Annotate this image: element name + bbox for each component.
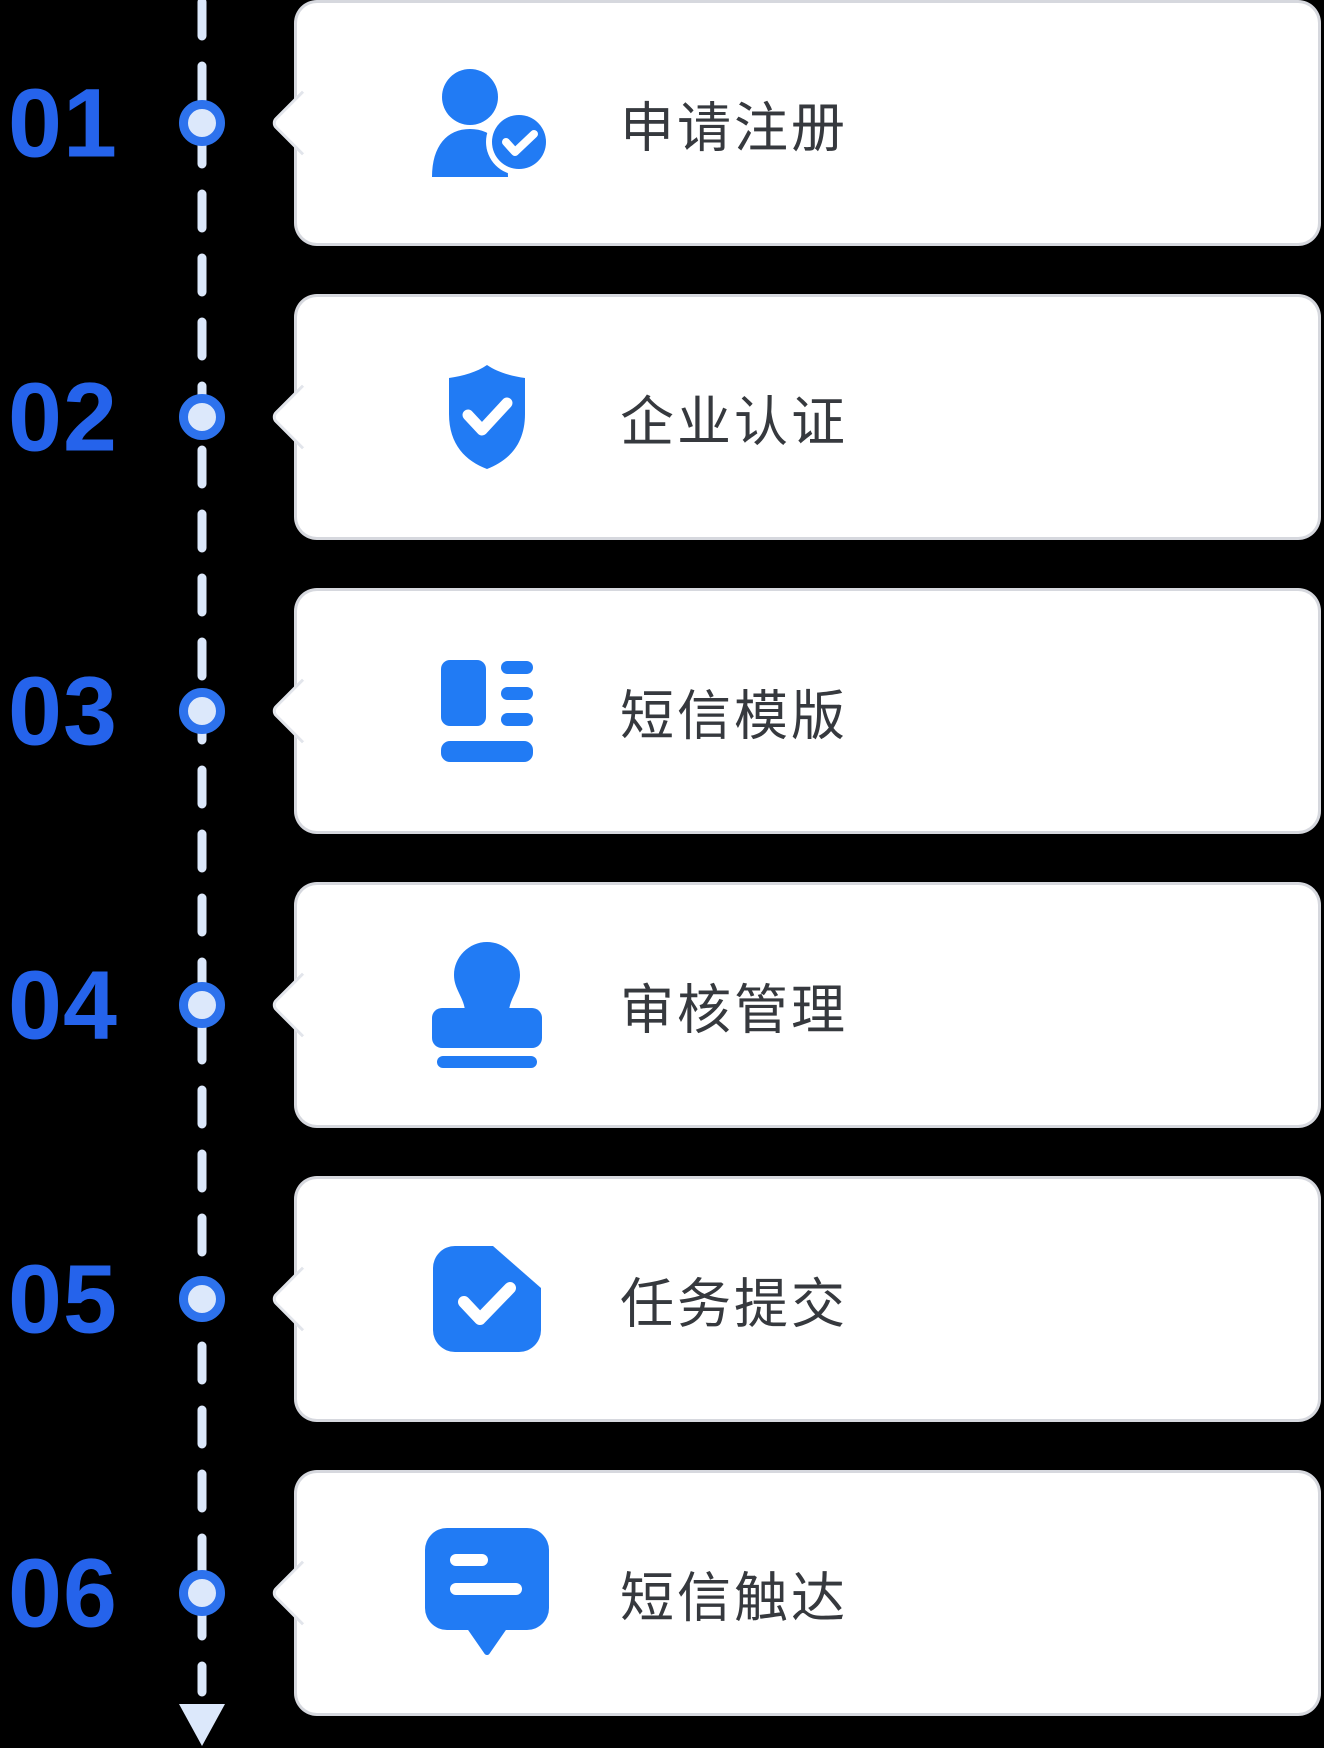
timeline-dot xyxy=(179,688,225,734)
card-tail xyxy=(269,90,335,156)
step-number: 06 xyxy=(8,1538,118,1648)
timeline-step: 05 任务提交 xyxy=(0,1179,1324,1419)
arrow-down-icon xyxy=(179,1704,225,1746)
stamp-icon xyxy=(412,885,562,1125)
sms-message-icon xyxy=(412,1473,562,1713)
step-number: 03 xyxy=(8,656,118,766)
timeline-dot xyxy=(179,1570,225,1616)
sms-template-icon xyxy=(412,591,562,831)
timeline-step: 04 审核管理 xyxy=(0,885,1324,1125)
card-tail xyxy=(269,1266,335,1332)
timeline-dot xyxy=(179,982,225,1028)
timeline-dot xyxy=(179,394,225,440)
step-label: 短信触达 xyxy=(620,1568,848,1629)
step-label: 任务提交 xyxy=(620,1274,848,1335)
shield-check-icon xyxy=(412,297,562,537)
user-verified-icon xyxy=(412,3,562,243)
step-card: 短信模版 xyxy=(269,591,1318,831)
card-tail xyxy=(269,1560,335,1626)
step-label: 企业认证 xyxy=(620,392,848,453)
step-label: 审核管理 xyxy=(620,980,848,1041)
step-number: 05 xyxy=(8,1244,118,1354)
step-number: 02 xyxy=(8,362,118,472)
step-card: 审核管理 xyxy=(269,885,1318,1125)
timeline-dot xyxy=(179,1276,225,1322)
step-number: 04 xyxy=(8,950,118,1060)
card-tail xyxy=(269,384,335,450)
step-number: 01 xyxy=(8,68,118,178)
timeline-step: 03 短信模版 xyxy=(0,591,1324,831)
task-check-icon xyxy=(412,1179,562,1419)
card-tail xyxy=(269,678,335,744)
card-tail xyxy=(269,972,335,1038)
step-card: 短信触达 xyxy=(269,1473,1318,1713)
step-card: 任务提交 xyxy=(269,1179,1318,1419)
timeline-dot xyxy=(179,100,225,146)
timeline-step: 01 申请注册 xyxy=(0,3,1324,243)
step-card: 企业认证 xyxy=(269,297,1318,537)
step-label: 申请注册 xyxy=(620,98,848,159)
step-label: 短信模版 xyxy=(620,686,848,747)
step-card: 申请注册 xyxy=(269,3,1318,243)
timeline-step: 02 企业认证 xyxy=(0,297,1324,537)
timeline-step: 06 短信触达 xyxy=(0,1473,1324,1713)
